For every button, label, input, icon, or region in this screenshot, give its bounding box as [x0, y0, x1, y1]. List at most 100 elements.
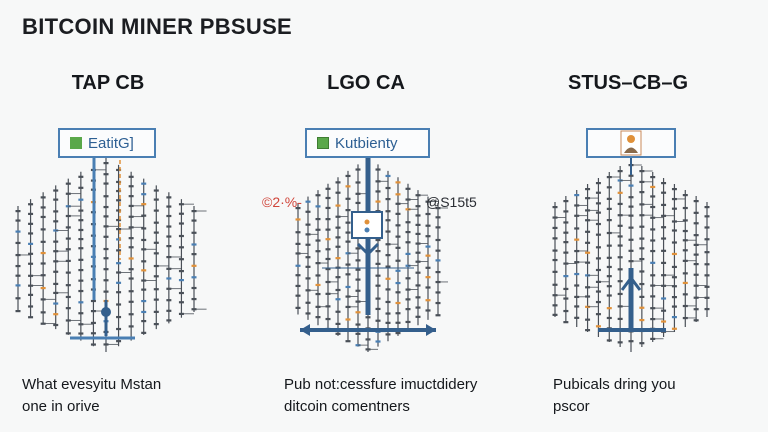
tree-node-tick	[552, 304, 558, 307]
tree-node-tick	[28, 252, 34, 255]
tree-node-tick	[191, 276, 197, 279]
tree-node-tick	[103, 279, 109, 282]
tree-node-tick	[617, 235, 623, 238]
tree-node-tick	[28, 274, 34, 277]
tree-node-tick	[639, 342, 645, 345]
tree-node-tick	[191, 264, 197, 267]
tree-node-tick	[178, 212, 184, 215]
tree-node-tick	[78, 186, 84, 189]
tree-node-tick	[28, 316, 34, 319]
tree-node-tick	[355, 311, 361, 314]
tree-node-tick	[385, 265, 391, 268]
tree-node-tick	[78, 219, 84, 222]
tree-node-tick	[335, 204, 341, 207]
tree-node-tick	[53, 302, 59, 305]
tree-node-tick	[335, 288, 341, 292]
tree-node-tick	[191, 297, 197, 301]
tree-node-tick	[90, 343, 96, 346]
tree-node-tick	[435, 291, 441, 294]
tree-node-tick	[78, 175, 84, 178]
tree-node-tick	[704, 238, 710, 241]
tree-node-tick	[116, 291, 122, 294]
tree-node-tick	[28, 305, 34, 308]
tree-node-tick	[617, 244, 623, 247]
tree-node-tick	[682, 272, 688, 275]
tree-node-tick	[585, 241, 591, 244]
tree-node-tick	[103, 268, 109, 271]
tree-node-tick	[166, 214, 172, 218]
tree-node-tick	[415, 315, 421, 318]
tree-node-tick	[435, 301, 441, 305]
tree-node-tick	[153, 198, 159, 201]
tree-node-tick	[90, 332, 96, 335]
tree-node-tick	[606, 244, 612, 247]
tree-node-tick	[78, 258, 84, 261]
tree-node-tick	[178, 279, 184, 282]
tree-node-tick	[606, 197, 612, 200]
tree-node-tick	[385, 230, 391, 233]
tree-node-tick	[595, 268, 601, 272]
tree-node-tick	[639, 225, 645, 228]
tree-node-tick	[595, 182, 601, 185]
tree-node-tick	[385, 288, 391, 291]
tree-node-tick	[191, 231, 197, 234]
tree-node-tick	[305, 243, 311, 246]
tree-node-tick	[335, 191, 341, 194]
tree-node-tick	[395, 281, 401, 285]
tree-node-tick	[141, 238, 147, 242]
tree-node-tick	[305, 223, 311, 226]
tree-node-tick	[563, 309, 569, 313]
tree-node-tick	[563, 231, 569, 234]
tree-node-tick	[628, 184, 634, 187]
tree-node-tick	[65, 259, 71, 263]
tree-node-tick	[28, 293, 34, 296]
tree-node-tick	[305, 200, 311, 203]
tree-node-tick	[606, 285, 612, 288]
tree-node-tick	[103, 257, 109, 260]
tree-node-tick	[385, 254, 391, 257]
tree-node-tick	[15, 297, 21, 300]
tree-node-tick	[650, 185, 656, 189]
tree-node-tick	[435, 314, 441, 317]
tree-node-tick	[345, 208, 351, 212]
tree-node-tick	[153, 275, 159, 278]
tree-node-tick	[552, 270, 558, 273]
tree-node-tick	[606, 316, 612, 320]
tree-node-tick	[78, 279, 84, 282]
tree-node-tick	[693, 234, 699, 237]
tree-node-tick	[65, 237, 71, 240]
tree-node-tick	[375, 168, 381, 171]
left-arrowhead	[300, 324, 310, 336]
tree-node-tick	[40, 196, 46, 199]
tree-node-tick	[574, 227, 580, 230]
tree-node-tick	[385, 277, 391, 280]
tree-node-tick	[595, 233, 601, 236]
tree-node-tick	[325, 228, 331, 231]
tree-node-tick	[617, 170, 623, 173]
panel-box-left-label: EatitG]	[88, 134, 134, 152]
tree-node-tick	[335, 226, 341, 229]
tree-node-tick	[671, 252, 677, 256]
tree-node-tick	[78, 268, 84, 272]
tree-node-tick	[128, 268, 134, 271]
tree-node-tick	[355, 181, 361, 184]
column-heading-left: TAP CB	[71, 72, 145, 94]
tree-node-tick	[65, 332, 71, 335]
tree-node-tick	[295, 242, 301, 245]
tree-node-tick	[28, 242, 34, 245]
tree-node-tick	[671, 327, 677, 330]
left-value-label: ©2·%-	[262, 194, 302, 210]
tree-node-tick	[116, 180, 122, 184]
tree-node-tick	[345, 240, 351, 243]
tree-node-tick	[617, 317, 623, 321]
tree-node-tick	[65, 295, 71, 299]
tree-node-tick	[606, 186, 612, 189]
tree-node-tick	[335, 245, 341, 248]
tree-node-tick	[563, 251, 569, 254]
tree-node-tick	[128, 195, 134, 198]
tree-node-tick	[552, 206, 558, 209]
tree-node-tick	[395, 181, 401, 184]
tree-node-tick	[65, 248, 71, 251]
tree-node-tick	[650, 261, 656, 264]
tree-node-tick	[395, 235, 401, 238]
